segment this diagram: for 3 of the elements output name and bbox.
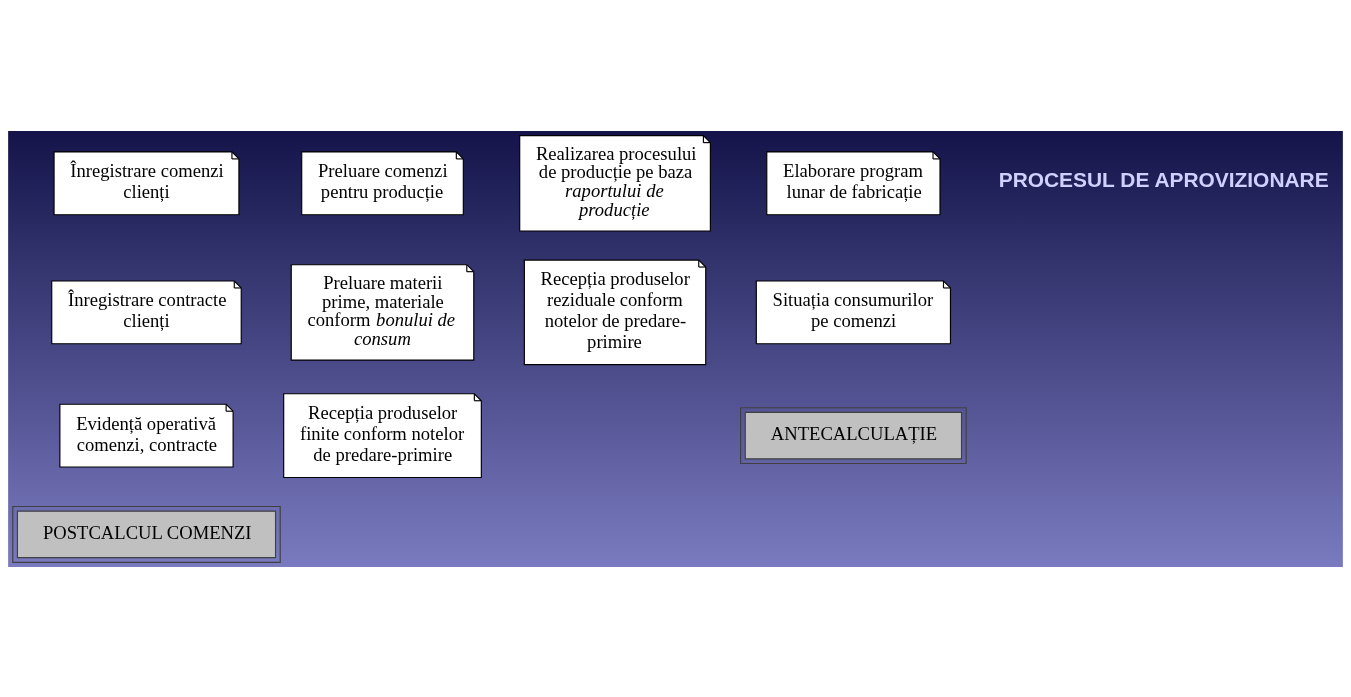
node-box: ANTECALCULAȚIE <box>740 406 967 464</box>
node-box: POSTCALCUL COMENZI <box>12 505 281 563</box>
label: PROCESUL DE APROVIZIONARE <box>998 167 1329 191</box>
